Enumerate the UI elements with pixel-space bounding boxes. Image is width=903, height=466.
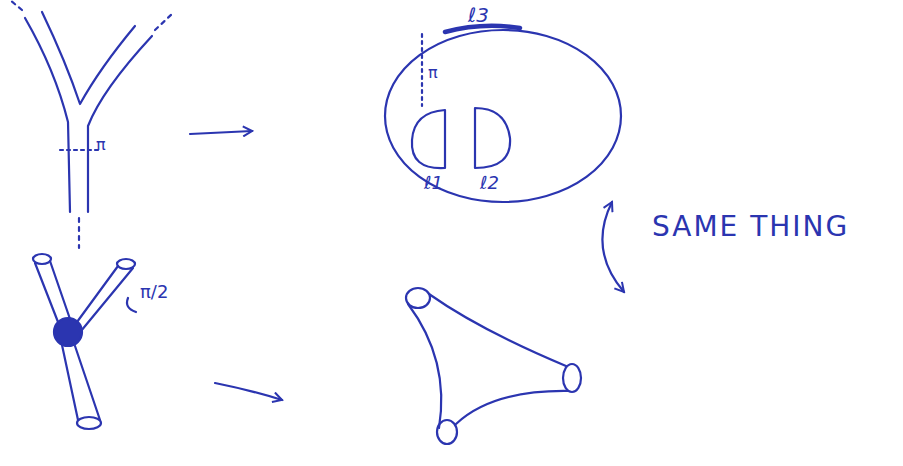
boundary-label: ℓ3	[468, 4, 489, 26]
tube-cuff	[33, 254, 51, 264]
arrow	[190, 131, 252, 134]
angle-label: π/2	[140, 282, 168, 302]
y-cut-line	[60, 149, 98, 151]
y-tube-edge	[25, 18, 70, 212]
equivalence-arrow	[602, 202, 624, 292]
pants-outline	[429, 294, 566, 366]
y-dashed-extension	[10, 0, 172, 248]
tube	[35, 261, 70, 322]
boundary-cuff	[563, 364, 581, 392]
surface-outline	[385, 30, 621, 202]
tube-cuff	[117, 259, 135, 269]
angle-label: π	[428, 64, 438, 82]
pants-outline	[456, 391, 568, 424]
pants-outline	[408, 304, 441, 428]
cut-line	[421, 34, 423, 106]
boundary-label: ℓ1	[424, 173, 443, 193]
hole-outline	[475, 108, 510, 168]
hole-outline	[412, 110, 445, 168]
tube	[62, 345, 100, 420]
y-tube-edge	[88, 36, 152, 212]
leader-line	[127, 298, 136, 312]
boundary-highlight	[445, 26, 520, 32]
arrow	[215, 383, 282, 400]
angle-label: π	[96, 136, 106, 154]
note-text: SAME THING	[652, 212, 849, 243]
tube	[77, 266, 133, 331]
tube-cuff	[77, 417, 101, 429]
boundary-label: ℓ2	[480, 173, 499, 193]
y-tube-edge	[42, 12, 135, 104]
